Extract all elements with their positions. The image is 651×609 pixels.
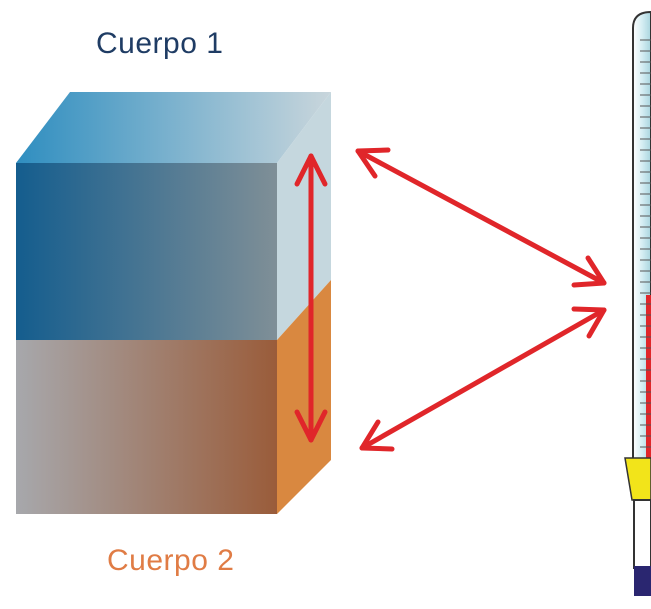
thermometer-fluid xyxy=(646,295,651,460)
cube-top-face xyxy=(16,92,331,163)
thermometer-scale xyxy=(640,39,651,448)
body-1-front-face xyxy=(16,163,277,340)
thermometer-yellow-band xyxy=(624,457,651,501)
body-2-label: Cuerpo 2 xyxy=(107,544,235,577)
arrows xyxy=(294,147,607,452)
two-body-cube xyxy=(16,92,331,514)
thermometer-base xyxy=(634,566,651,596)
vertical-double-arrow xyxy=(294,153,328,443)
thermometer-stem xyxy=(633,499,651,569)
upper-diagonal-double-arrow xyxy=(355,147,607,288)
cube-side-top-face xyxy=(277,92,331,340)
body-1-label: Cuerpo 1 xyxy=(96,27,224,60)
body-2-front-face xyxy=(16,340,277,514)
cube-side-bottom-face xyxy=(277,280,331,514)
thermometer-icon xyxy=(624,10,651,596)
lower-diagonal-double-arrow xyxy=(359,306,607,452)
